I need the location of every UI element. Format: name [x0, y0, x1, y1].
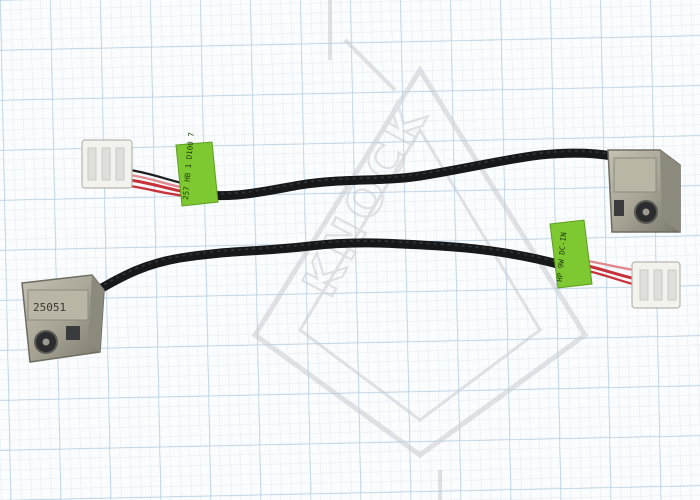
top-cable	[181, 148, 617, 201]
top-tape-label: 257 HB 1 D100 7	[175, 132, 219, 207]
top-connector	[81, 139, 133, 189]
top-dc-jack	[607, 149, 681, 233]
bottom-tape-label: HP 9W DC-IN	[549, 219, 593, 289]
left-jack-stamp: 25051	[33, 301, 66, 314]
bottom-dc-jack: 25051	[21, 274, 105, 363]
bottom-cable	[93, 238, 570, 295]
bottom-connector	[631, 261, 681, 309]
bottom-tape-text: HP 9W DC-IN	[555, 232, 568, 282]
